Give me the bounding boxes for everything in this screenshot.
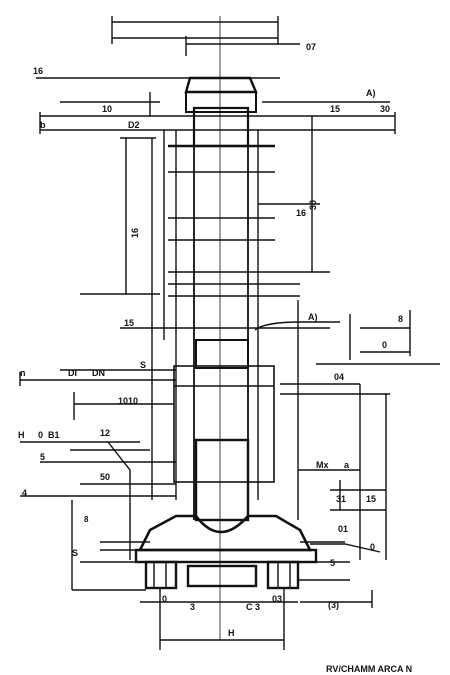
label-left-d1: DI (68, 368, 77, 378)
label-right-15b: 15 (366, 494, 376, 504)
label-left-5: 5 (40, 452, 45, 462)
label-right-31: 31 (336, 494, 346, 504)
label-bottom-03: 03 (272, 594, 282, 604)
label-left-15: 15 (124, 318, 134, 328)
label-right-15: 15 (330, 104, 340, 114)
label-left-b1: B1 (48, 430, 60, 440)
label-right-5: 5 (330, 558, 335, 568)
label-bottom-dim: H (228, 628, 235, 638)
label-mid-1010: 1010 (118, 396, 138, 406)
footer-caption: RV/CHAMM ARCA N (326, 664, 412, 674)
label-left-b: b (40, 120, 46, 130)
label-right-a3: a (344, 460, 350, 470)
label-left-s2: S (72, 548, 78, 558)
label-right-04: 04 (334, 372, 344, 382)
label-vert-left: 16 (130, 228, 140, 238)
label-right-a: A) (366, 88, 376, 98)
label-bottom-c: C 3 (246, 602, 260, 612)
label-mid-30: 30 (308, 200, 318, 210)
label-top-right: 07 (306, 42, 316, 52)
label-left-d2: D2 (128, 120, 140, 130)
label-right-01: 01 (338, 524, 348, 534)
label-bottom-0: 0 (162, 594, 167, 604)
label-left-s: S (140, 360, 146, 370)
label-right-mx: Mx (316, 460, 329, 470)
label-right-8: 8 (398, 314, 403, 324)
label-bottom-3: 3 (190, 602, 195, 612)
label-bottom-r3: (3) (328, 600, 339, 610)
label-left-4: 4 (22, 488, 27, 498)
label-right-0: 0 (382, 340, 387, 350)
label-left-s3: 8 (84, 515, 89, 524)
label-right-a2: A) (308, 312, 318, 322)
label-left-dn: DN (92, 368, 105, 378)
drawing-lines (19, 16, 440, 650)
label-left-n: n (20, 368, 26, 378)
label-left-12: 12 (100, 428, 110, 438)
label-right-30: 30 (380, 104, 390, 114)
label-left-50: 50 (100, 472, 110, 482)
label-left-10: 10 (102, 104, 112, 114)
label-left-h: H (18, 430, 25, 440)
label-right-0b: 0 (370, 542, 375, 552)
label-left-0: 0 (38, 430, 43, 440)
label-left-16: 16 (33, 66, 43, 76)
dimension-labels: 07 16 A) 10 15 30 b D2 30 16 16 15 A) 8 … (18, 42, 412, 674)
label-mid-16: 16 (296, 208, 306, 218)
